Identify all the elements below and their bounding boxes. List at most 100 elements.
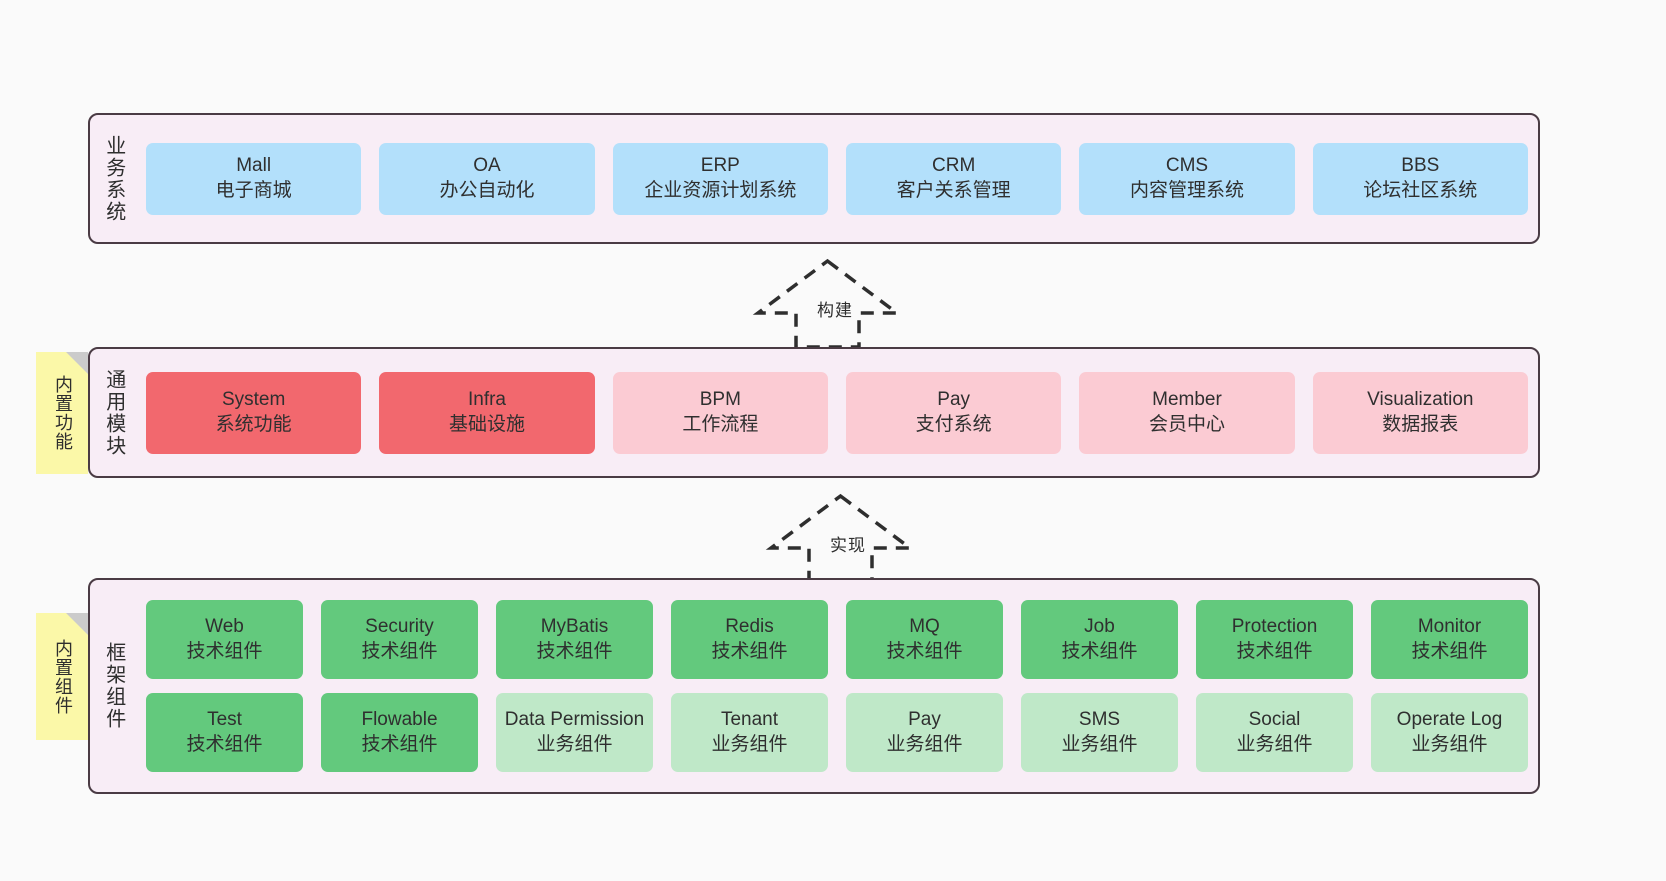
layer-business-systems-body: Mall 电子商城 OA 办公自动化 ERP 企业资源计划系统 CRM 客户关系… <box>136 115 1538 242</box>
card-sms-cn: 业务组件 <box>1061 733 1138 755</box>
business-systems-row: Mall 电子商城 OA 办公自动化 ERP 企业资源计划系统 CRM 客户关系… <box>146 142 1528 215</box>
card-social-cn: 业务组件 <box>1236 733 1313 755</box>
card-pay-module[interactable]: Pay 支付系统 <box>845 371 1062 454</box>
card-erp[interactable]: ERP 企业资源计划系统 <box>612 142 828 215</box>
card-oa-en: OA <box>473 155 501 177</box>
card-visualization-en: Visualization <box>1367 389 1474 411</box>
card-mybatis[interactable]: MyBatis 技术组件 <box>496 600 653 679</box>
layer-business-systems-title: 业务系统 <box>102 134 125 223</box>
card-bpm-en: BPM <box>699 389 741 411</box>
card-infra-cn: 基础设施 <box>448 413 525 435</box>
note-builtin-function-label: 内置功能 <box>52 375 73 451</box>
card-member-cn: 会员中心 <box>1148 413 1225 435</box>
card-redis-en: Redis <box>725 616 774 638</box>
layer-framework-components-title: 框架组件 <box>102 642 125 730</box>
card-social-en: Social <box>1248 709 1301 731</box>
card-pay-component-en: Pay <box>908 709 941 731</box>
card-operate-log-cn: 业务组件 <box>1411 733 1488 755</box>
card-system[interactable]: System 系统功能 <box>146 371 362 454</box>
card-protection[interactable]: Protection 技术组件 <box>1196 600 1353 679</box>
card-operate-log[interactable]: Operate Log 业务组件 <box>1371 693 1528 772</box>
framework-business-row: Test 技术组件 Flowable 技术组件 Data Permission … <box>146 693 1528 772</box>
card-monitor-cn: 技术组件 <box>1411 640 1488 662</box>
card-infra-en: Infra <box>467 389 506 411</box>
card-mybatis-en: MyBatis <box>540 616 609 638</box>
layer-common-modules-title: 通用模块 <box>102 368 125 457</box>
card-crm-cn: 客户关系管理 <box>896 179 1011 201</box>
card-sms[interactable]: SMS 业务组件 <box>1021 693 1178 772</box>
card-crm[interactable]: CRM 客户关系管理 <box>845 142 1062 215</box>
card-bbs-en: BBS <box>1401 155 1440 177</box>
card-monitor[interactable]: Monitor 技术组件 <box>1371 600 1528 679</box>
card-member[interactable]: Member 会员中心 <box>1079 371 1295 454</box>
card-tenant[interactable]: Tenant 业务组件 <box>671 693 828 772</box>
card-test-en: Test <box>207 709 242 731</box>
card-system-en: System <box>221 389 286 411</box>
card-web-cn: 技术组件 <box>186 640 263 662</box>
card-pay-module-cn: 支付系统 <box>915 413 992 435</box>
card-flowable-en: Flowable <box>361 709 438 731</box>
card-pay-component-cn: 业务组件 <box>886 733 963 755</box>
card-protection-cn: 技术组件 <box>1236 640 1313 662</box>
layer-common-modules-body: System 系统功能 Infra 基础设施 BPM 工作流程 Pay 支付系统… <box>136 349 1538 476</box>
card-cms-en: CMS <box>1165 155 1209 177</box>
card-web[interactable]: Web 技术组件 <box>146 600 303 679</box>
layer-framework-components-body: Web 技术组件 Security 技术组件 MyBatis 技术组件 Redi… <box>136 580 1538 792</box>
card-mall-cn: 电子商城 <box>215 179 292 201</box>
card-job-en: Job <box>1084 616 1115 638</box>
card-tenant-cn: 业务组件 <box>711 733 788 755</box>
card-social[interactable]: Social 业务组件 <box>1196 693 1353 772</box>
note-builtin-component: 内置组件 <box>36 613 88 740</box>
card-web-en: Web <box>205 616 244 638</box>
card-data-permission[interactable]: Data Permission 业务组件 <box>496 693 653 772</box>
arrow-implement-label: 实现 <box>830 536 866 555</box>
card-bbs[interactable]: BBS 论坛社区系统 <box>1312 142 1528 215</box>
card-data-permission-cn: 业务组件 <box>536 733 613 755</box>
card-security[interactable]: Security 技术组件 <box>321 600 478 679</box>
card-erp-cn: 企业资源计划系统 <box>644 179 797 201</box>
card-protection-en: Protection <box>1231 616 1318 638</box>
card-cms[interactable]: CMS 内容管理系统 <box>1079 142 1295 215</box>
card-pay-module-en: Pay <box>937 389 971 411</box>
card-oa[interactable]: OA 办公自动化 <box>379 142 595 215</box>
layer-business-systems: 业务系统 Mall 电子商城 OA 办公自动化 ERP 企业资源计划系统 CRM… <box>88 113 1540 244</box>
card-redis-cn: 技术组件 <box>711 640 788 662</box>
card-test[interactable]: Test 技术组件 <box>146 693 303 772</box>
card-erp-en: ERP <box>700 155 740 177</box>
card-visualization-cn: 数据报表 <box>1382 413 1459 435</box>
card-cms-cn: 内容管理系统 <box>1129 179 1244 201</box>
layer-common-modules: 通用模块 System 系统功能 Infra 基础设施 BPM 工作流程 Pay… <box>88 347 1540 478</box>
card-bpm[interactable]: BPM 工作流程 <box>612 371 828 454</box>
card-system-cn: 系统功能 <box>215 413 292 435</box>
card-crm-en: CRM <box>932 155 976 177</box>
arrow-build-label: 构建 <box>817 301 853 320</box>
card-flowable-cn: 技术组件 <box>361 733 438 755</box>
card-member-en: Member <box>1152 389 1222 411</box>
card-redis[interactable]: Redis 技术组件 <box>671 600 828 679</box>
card-mq-cn: 技术组件 <box>886 640 963 662</box>
card-visualization[interactable]: Visualization 数据报表 <box>1312 371 1528 454</box>
card-data-permission-en: Data Permission <box>504 709 645 731</box>
card-sms-en: SMS <box>1078 709 1121 731</box>
card-test-cn: 技术组件 <box>186 733 263 755</box>
card-job[interactable]: Job 技术组件 <box>1021 600 1178 679</box>
card-flowable[interactable]: Flowable 技术组件 <box>321 693 478 772</box>
card-infra[interactable]: Infra 基础设施 <box>379 371 595 454</box>
arrow-build: 构建 <box>752 258 903 350</box>
note-builtin-function: 内置功能 <box>36 352 88 474</box>
card-security-cn: 技术组件 <box>361 640 438 662</box>
card-mall-en: Mall <box>236 155 272 177</box>
card-mq[interactable]: MQ 技术组件 <box>846 600 1003 679</box>
card-oa-cn: 办公自动化 <box>439 179 535 201</box>
framework-tech-row: Web 技术组件 Security 技术组件 MyBatis 技术组件 Redi… <box>146 600 1528 679</box>
card-job-cn: 技术组件 <box>1061 640 1138 662</box>
card-security-en: Security <box>365 616 434 638</box>
card-pay-component[interactable]: Pay 业务组件 <box>846 693 1003 772</box>
card-mybatis-cn: 技术组件 <box>536 640 613 662</box>
card-bbs-cn: 论坛社区系统 <box>1363 179 1478 201</box>
card-tenant-en: Tenant <box>720 709 779 731</box>
card-mall[interactable]: Mall 电子商城 <box>146 142 362 215</box>
card-mq-en: MQ <box>909 616 940 638</box>
note-builtin-component-label: 内置组件 <box>52 638 73 715</box>
